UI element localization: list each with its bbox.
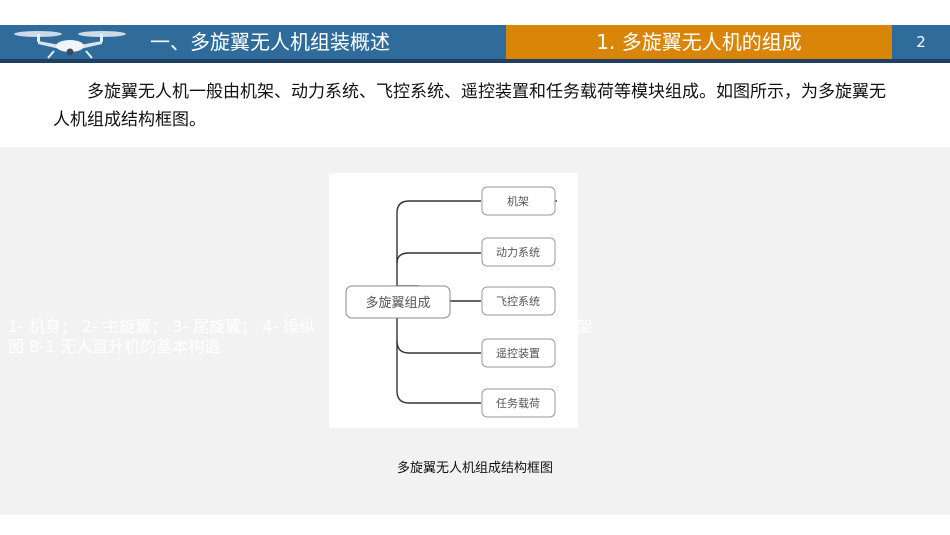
section-title: 一、多旋翼无人机组装概述 <box>150 30 390 54</box>
background-ghost-text-1: 1- 机身； 2- 主旋翼； 3- 尾旋翼； 4- 操纵 <box>8 317 316 336</box>
page-number: 2 <box>916 33 926 51</box>
diagram-svg: 多旋翼组成 机架 动力系统 飞控系统 遥控装置 任务载荷 <box>345 186 557 418</box>
branch-node-remote <box>481 338 556 368</box>
branch-node-frame-label: 机架 <box>507 194 529 208</box>
root-node <box>345 285 451 319</box>
branch-node-payload-label: 任务载荷 <box>496 397 540 410</box>
background-ghost-text-2: 图 8-1 无人直升机的基本构造 <box>8 337 221 356</box>
branch-node-power <box>481 237 556 267</box>
intro-paragraph: 多旋翼无人机一般由机架、动力系统、飞控系统、遥控装置和任务载荷等模块组成。如图所… <box>53 82 886 130</box>
branch-node-frame <box>481 186 556 216</box>
branch-node-remote-label: 遥控装置 <box>496 346 540 360</box>
chapter-title: 1. 多旋翼无人机的组成 <box>596 30 802 54</box>
figure-caption: 多旋翼无人机组成结构框图 <box>396 461 553 476</box>
structure-diagram: 多旋翼组成 机架 动力系统 飞控系统 遥控装置 任务载荷 <box>329 173 578 428</box>
header-rule <box>0 59 950 63</box>
branch-node-power-label: 动力系统 <box>496 246 540 259</box>
chapter-banner: 1. 多旋翼无人机的组成 <box>506 25 892 59</box>
branch-node-flight-control <box>481 286 556 316</box>
branch-node-payload <box>481 388 556 418</box>
background-ghost-text-end: 架 <box>576 317 593 336</box>
drone-icon <box>14 31 126 59</box>
root-node-label: 多旋翼组成 <box>365 295 430 311</box>
figure-panel: 1- 机身； 2- 主旋翼； 3- 尾旋翼； 4- 操纵 图 8-1 无人直升机… <box>0 147 950 515</box>
branch-node-flight-control-label: 飞控系统 <box>496 294 540 308</box>
diagram-connectors <box>396 200 557 404</box>
